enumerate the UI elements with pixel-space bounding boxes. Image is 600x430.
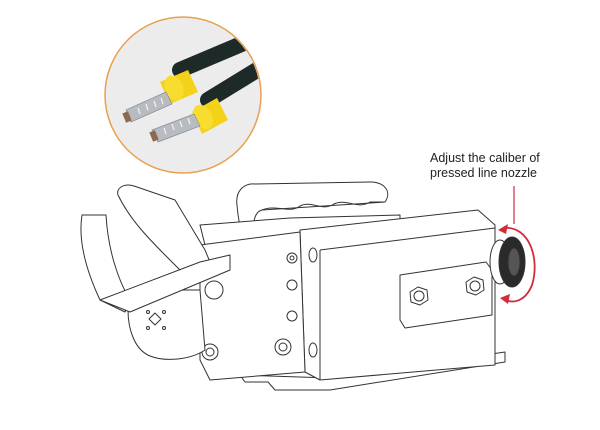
annotation-leader <box>498 186 536 304</box>
tool-body <box>80 181 526 391</box>
annotation-line-1: Adjust the caliber of <box>430 151 540 165</box>
die-star <box>146 310 166 330</box>
caliber-annotation: Adjust the caliber of pressed line nozzl… <box>430 151 540 181</box>
hex-nut <box>201 252 298 361</box>
ferrule-inset <box>104 16 262 174</box>
adjust-nut <box>409 276 485 306</box>
caliber-adjust-knob <box>489 236 526 288</box>
annotation-line-2: pressed line nozzle <box>430 166 538 180</box>
